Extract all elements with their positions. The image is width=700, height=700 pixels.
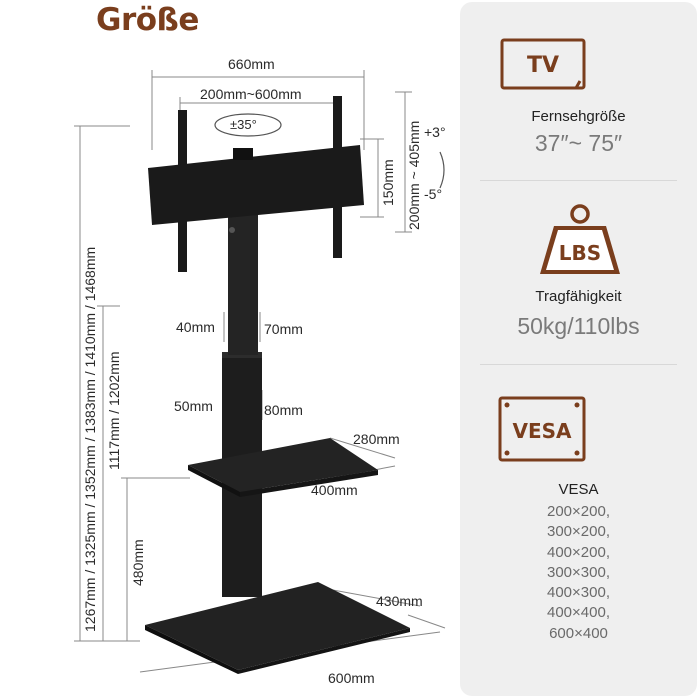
weight-icon-text: LBS <box>559 241 601 265</box>
vesa-pattern: 400×400, <box>547 604 610 622</box>
tv-size-value: 37″~ 75″ <box>534 130 623 156</box>
shelf-height-levels-label: 1117mm / 1202mm <box>106 351 122 470</box>
vesa-pattern: 400×300, <box>547 584 610 602</box>
base-to-shelf-label: 480mm <box>130 539 146 586</box>
vesa-pattern-list: 200×200, 300×200, 400×200, 300×300, 400×… <box>460 502 697 644</box>
bracket-vertical-label: 200mm ~ 405mm <box>406 120 422 230</box>
shelf-depth-label: 280mm <box>353 431 400 447</box>
tv-icon-text: TV <box>527 53 559 78</box>
column-lower-left-label: 50mm <box>174 398 213 414</box>
tilt-up-label: +3° <box>424 124 446 140</box>
column-upper-left-label: 40mm <box>176 319 215 335</box>
tv-icon: TV <box>500 38 586 90</box>
vesa-pattern: 300×300, <box>547 563 610 581</box>
tv-stand-drawing <box>74 70 446 674</box>
vesa-range-label: 200mm~600mm <box>200 86 302 102</box>
specs-panel: TV Fernsehgröße 37″~ 75″ LBS Tragfähigke… <box>460 2 697 696</box>
shelf-width-label: 400mm <box>311 482 358 498</box>
base-width-label: 600mm <box>328 670 375 686</box>
vesa-pattern: 200×200, <box>547 503 610 520</box>
tv-size-label: Fernsehgröße <box>531 108 626 125</box>
bracket-height-label: 150mm <box>380 159 396 206</box>
panel-divider <box>480 180 677 181</box>
tilt-indicator <box>439 151 445 189</box>
weight-capacity-value: 50kg/110lbs <box>517 313 640 339</box>
weight-capacity-label: Tragfähigkeit <box>535 288 622 305</box>
weight-icon: LBS <box>540 204 620 274</box>
width-label: 660mm <box>228 56 275 72</box>
swivel-label: ±35° <box>230 117 257 132</box>
vesa-icon-text: VESA <box>512 419 572 443</box>
stand <box>145 96 410 674</box>
vesa-pattern: 600×400 <box>549 624 608 642</box>
height-levels-label: 1267mm / 1325mm / 1352mm / 1383mm / 1410… <box>82 246 98 632</box>
page-title: Größe <box>96 2 199 38</box>
tilt-down-label: -5° <box>424 186 443 202</box>
column-upper-right-label: 70mm <box>264 321 303 337</box>
panel-divider <box>480 364 677 365</box>
vesa-pattern: 400×200, <box>547 543 610 561</box>
vesa-icon: VESA <box>498 396 586 462</box>
vesa-pattern: 300×200, <box>547 523 610 541</box>
vesa-label: VESA <box>558 481 599 498</box>
column-lower-right-label: 80mm <box>264 402 303 418</box>
swivel-indicator <box>214 113 282 137</box>
base-depth-label: 430mm <box>376 593 423 609</box>
